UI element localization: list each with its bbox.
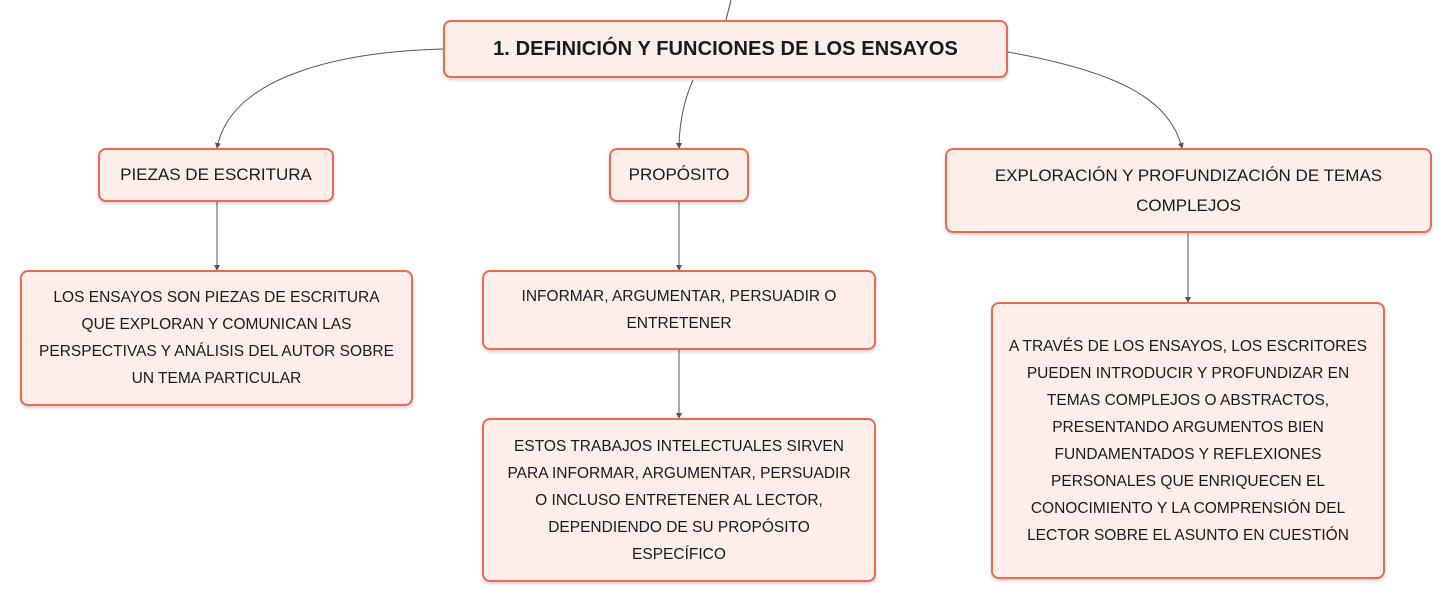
- subtopic-label-line: TEMAS COMPLEJOS O ABSTRACTOS,: [1046, 391, 1330, 409]
- subtopic-label-line: ENTRETENER: [626, 315, 732, 332]
- topic-label: EXPLORACIÓN Y PROFUNDIZACIÓN DE TEMAS CO…: [995, 161, 1382, 221]
- subtopic-label-line: ESPECÍFICO: [632, 545, 726, 563]
- topic-node-piezas-de-escritura[interactable]: PIEZAS DE ESCRITURA: [98, 148, 334, 202]
- subtopic-label-line: PERSPECTIVAS Y ANÁLISIS DEL AUTOR SOBRE: [39, 343, 394, 360]
- subtopic-label-line: FUNDAMENTADOS Y REFLEXIONES: [1054, 445, 1322, 463]
- subtopic-node-estos-trabajos[interactable]: ESTOS TRABAJOS INTELECTUALES SIRVEN PARA…: [482, 418, 876, 582]
- subtopic-label: LOS ENSAYOS SON PIEZAS DE ESCRITURA QUE …: [39, 284, 394, 392]
- connector-root-to-piezas: [214, 48, 444, 149]
- subtopic-label-line: PARA INFORMAR, ARGUMENTAR, PERSUADIR: [507, 464, 851, 482]
- subtopic-label-line: DEPENDIENDO DE SU PROPÓSITO: [548, 518, 810, 536]
- topic-node-proposito[interactable]: PROPÓSITO: [609, 148, 749, 202]
- subtopic-label-line: INFORMAR, ARGUMENTAR, PERSUADIR O: [521, 288, 837, 305]
- topic-label-line: EXPLORACIÓN Y PROFUNDIZACIÓN DE TEMAS: [994, 165, 1383, 185]
- subtopic-label-line: PRESENTANDO ARGUMENTOS BIEN: [1052, 418, 1324, 436]
- connector-parent-to-root: [725, 0, 732, 21]
- topic-label: PROPÓSITO: [628, 165, 730, 184]
- subtopic-label-line: QUE EXPLORAN Y COMUNICAN LAS: [81, 316, 352, 333]
- subtopic-label-line: PERSONALES QUE ENRIQUECEN EL: [1051, 472, 1325, 490]
- topic-label-line: COMPLEJOS: [1136, 195, 1241, 215]
- topic-node-exploracion[interactable]: EXPLORACIÓN Y PROFUNDIZACIÓN DE TEMAS CO…: [945, 148, 1432, 233]
- connector-root-to-exploracion: [1007, 51, 1184, 149]
- subtopic-label-line: LOS ENSAYOS SON PIEZAS DE ESCRITURA: [53, 289, 380, 306]
- subtopic-label: A TRAVÉS DE LOS ENSAYOS, LOS ESCRITORES …: [1009, 333, 1367, 549]
- subtopic-node-informar[interactable]: INFORMAR, ARGUMENTAR, PERSUADIR O ENTRET…: [482, 270, 876, 350]
- subtopic-node-a-traves[interactable]: A TRAVÉS DE LOS ENSAYOS, LOS ESCRITORES …: [991, 302, 1385, 579]
- subtopic-label: ESTOS TRABAJOS INTELECTUALES SIRVEN PARA…: [507, 433, 850, 568]
- subtopic-label-line: O INCLUSO ENTRETENER AL LECTOR,: [535, 491, 823, 509]
- subtopic-label-line: CONOCIMIENTO Y LA COMPRENSIÓN DEL: [1030, 499, 1346, 517]
- subtopic-label-line: LECTOR SOBRE EL ASUNTO EN CUESTIÓN: [1027, 526, 1349, 544]
- subtopic-node-piezas-detail[interactable]: LOS ENSAYOS SON PIEZAS DE ESCRITURA QUE …: [20, 270, 413, 406]
- root-topic-label: 1. DEFINICIÓN Y FUNCIONES DE LOS ENSAYOS: [493, 37, 958, 60]
- subtopic-label-line: ESTOS TRABAJOS INTELECTUALES SIRVEN: [514, 437, 844, 455]
- root-topic-node[interactable]: 1. DEFINICIÓN Y FUNCIONES DE LOS ENSAYOS: [443, 20, 1008, 78]
- topic-label: PIEZAS DE ESCRITURA: [120, 165, 312, 184]
- connector-root-to-proposito: [676, 79, 694, 149]
- subtopic-label-line: PUEDEN INTRODUCIR Y PROFUNDIZAR EN: [1026, 364, 1350, 382]
- subtopic-label-line: A TRAVÉS DE LOS ENSAYOS, LOS ESCRITORES: [1008, 337, 1368, 355]
- subtopic-label-line: UN TEMA PARTICULAR: [131, 370, 302, 387]
- subtopic-label: INFORMAR, ARGUMENTAR, PERSUADIR O ENTRET…: [522, 283, 837, 337]
